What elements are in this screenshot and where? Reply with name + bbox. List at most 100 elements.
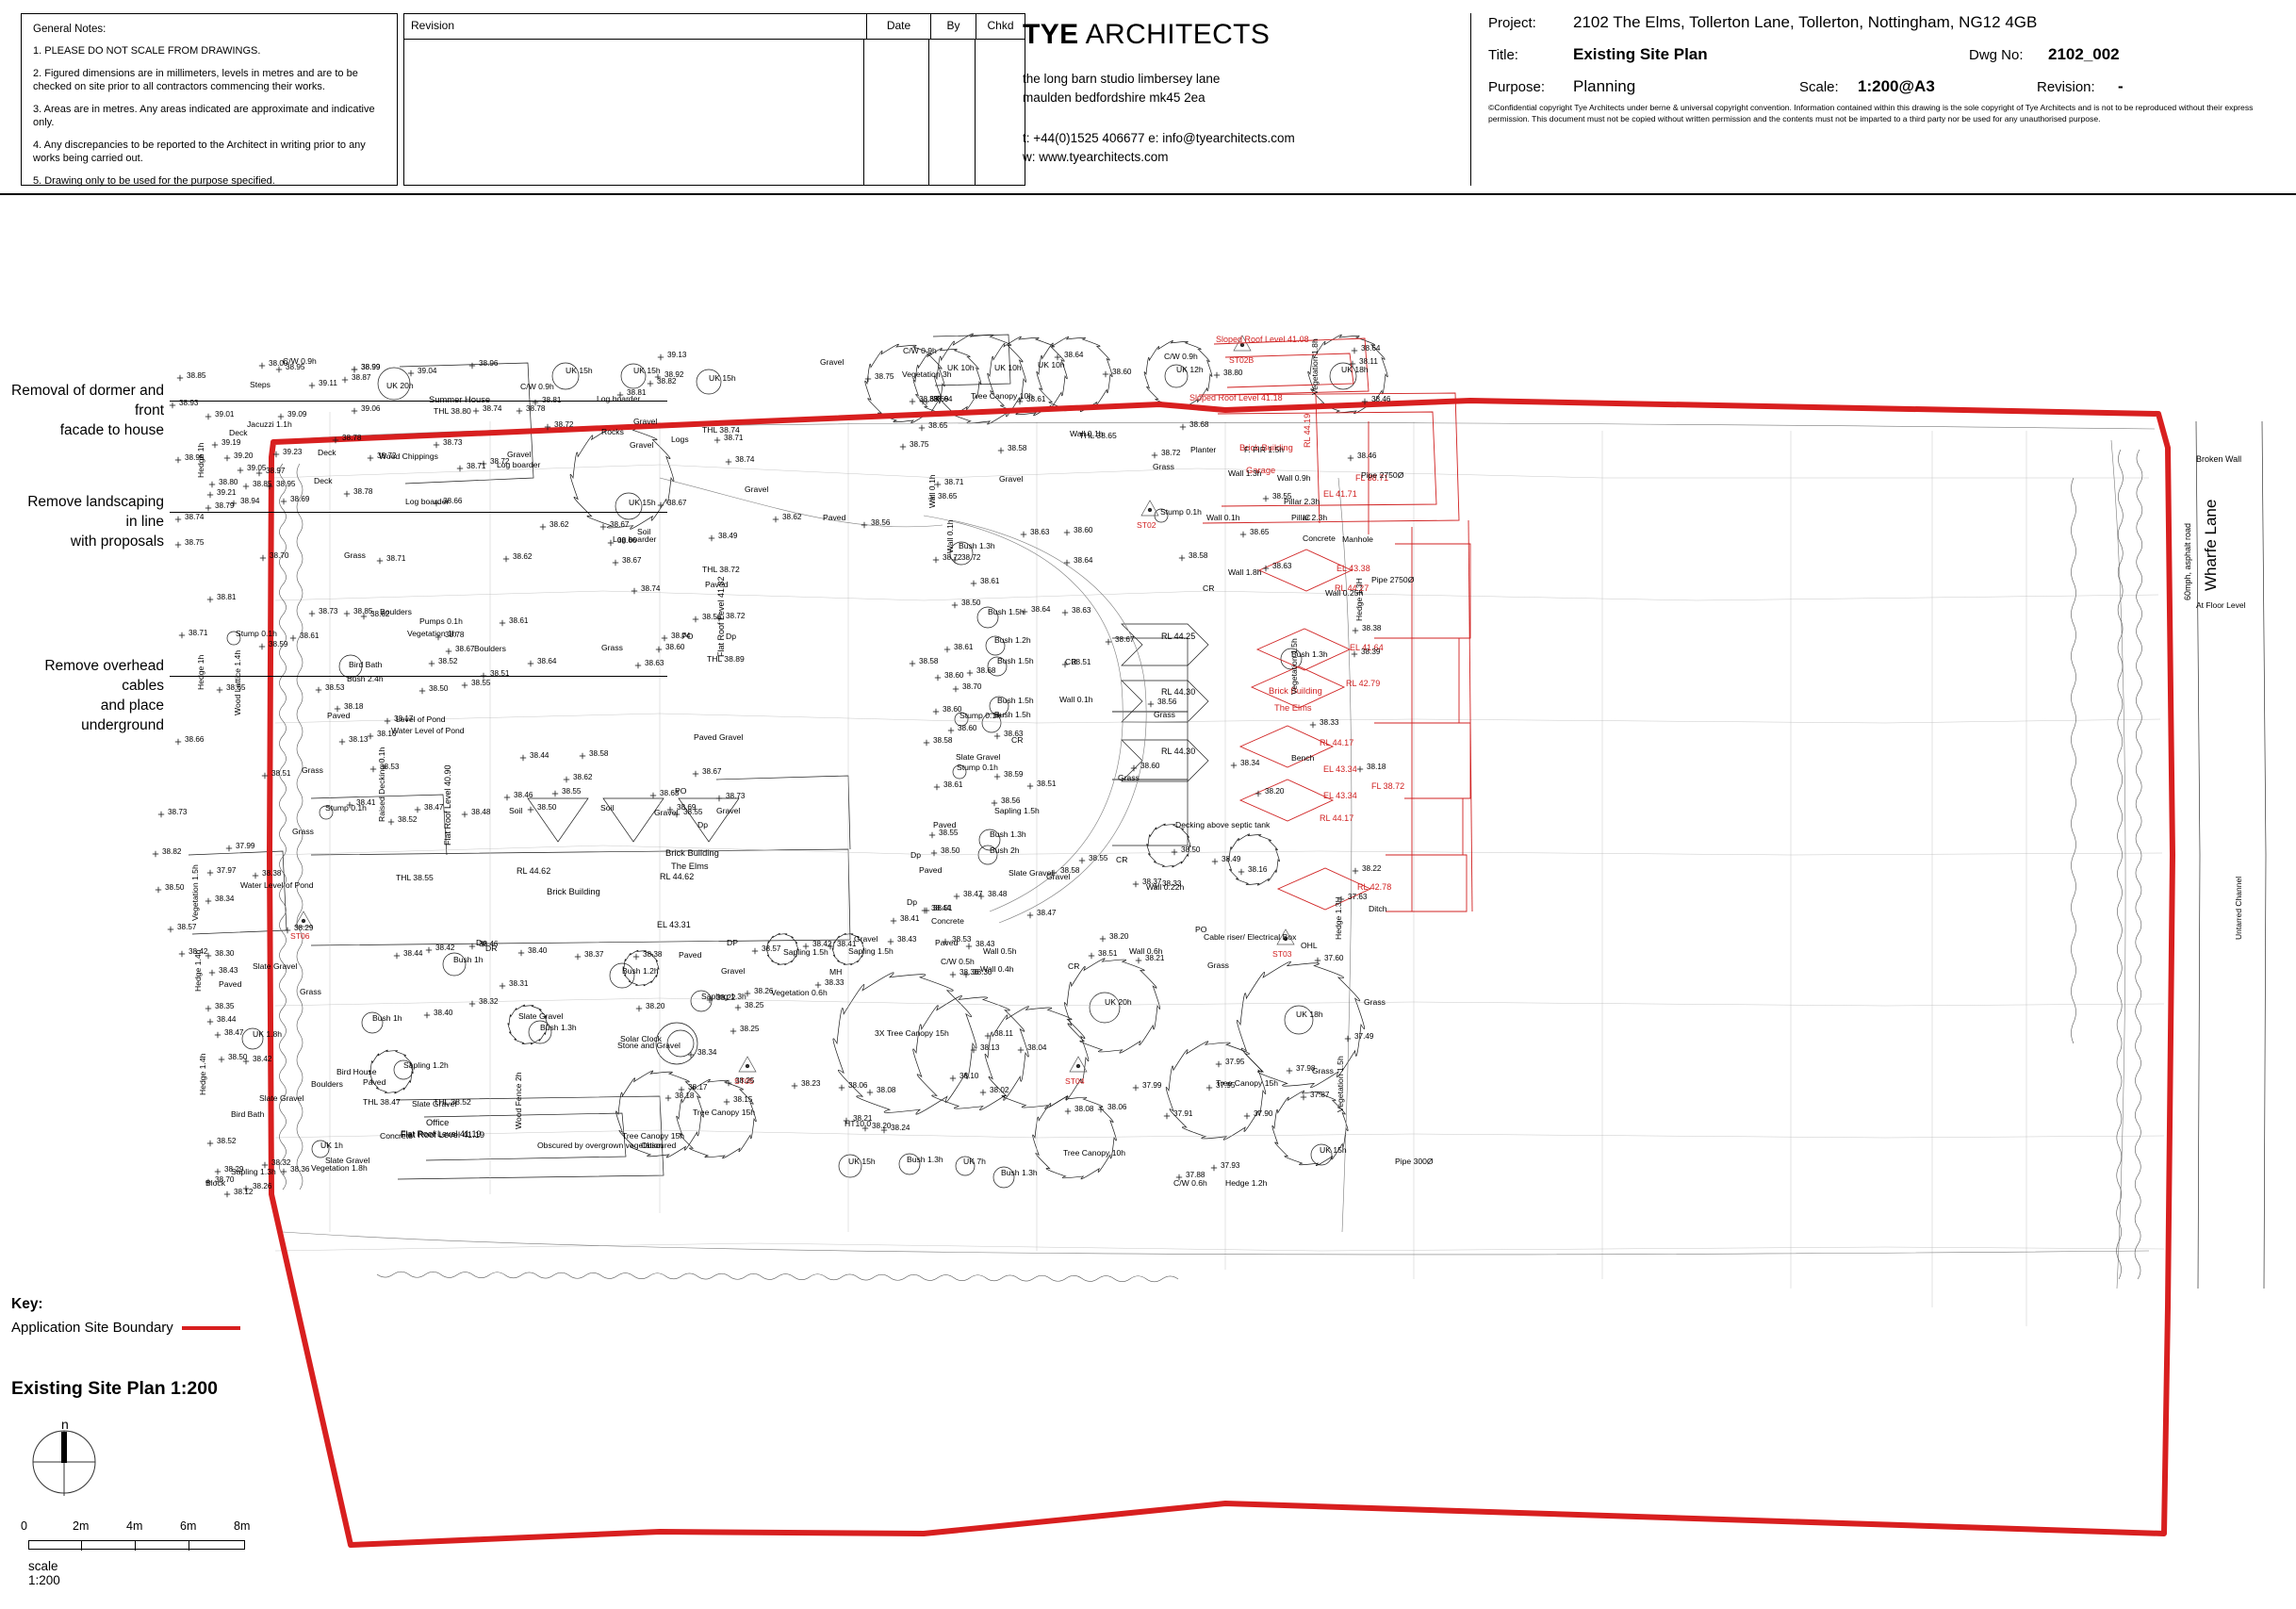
surface-label-152: UK 15h — [709, 373, 736, 383]
spot-level-188: 38.85 — [253, 480, 272, 488]
spot-level-115: 38.32 — [479, 997, 499, 1006]
spot-level-108: 38.26 — [754, 987, 774, 995]
drawing-title-label: Title: — [1488, 47, 1518, 63]
surface-label-158: UK 12h — [1176, 365, 1204, 374]
spot-level-234: 38.46 — [1371, 395, 1391, 403]
surface-label-111: Bush 2h — [990, 846, 1020, 855]
surface-label-35: Soil — [600, 803, 615, 813]
spot-level-244: 38.61 — [980, 577, 1000, 585]
surface-label-115: Bush 1h — [453, 955, 484, 964]
spot-level-105: 38.42 — [812, 940, 832, 948]
surface-label-149: MH — [829, 967, 843, 977]
surface-label-107: Bush 1.2h — [994, 635, 1031, 645]
surface-label-97: Manhole — [1342, 534, 1373, 544]
surface-label-19: Paved — [935, 938, 959, 947]
surface-label-22: Grass — [344, 550, 366, 560]
surface-label-59: Boulders — [380, 607, 412, 616]
spot-level-118: 38.42 — [435, 944, 455, 952]
surface-label-175: THL 38.74 — [702, 425, 740, 435]
surface-label-92: Hedge 1.3H — [1354, 578, 1364, 621]
key-boundary-swatch — [181, 1325, 240, 1330]
spot-level-187: 38.94 — [240, 497, 260, 505]
spot-level-137: 38.74 — [641, 584, 661, 593]
architect-address-line1: the long barn studio limbersey lane — [1023, 72, 1221, 86]
surface-label-55: Deck — [314, 476, 333, 485]
surface-label-178: THL 38.55 — [396, 873, 434, 882]
scale-bar-caption: scale 1:200 — [28, 1559, 60, 1587]
road-label-2: Untarred Channel — [2234, 876, 2243, 940]
spot-level-121: 38.38 — [643, 950, 663, 959]
station-point-5: ST05 — [734, 1076, 754, 1086]
surface-label-37: Concrete — [931, 916, 964, 926]
spot-level-6: 38.74 — [185, 513, 205, 521]
spot-level-104: 38.36 — [959, 968, 979, 977]
spot-level-30: 38.26 — [253, 1182, 272, 1190]
spot-level-51: 38.72 — [490, 457, 510, 466]
copyright-notice: ©Confidential copyright Tye Architects u… — [1488, 103, 2254, 124]
building-label-4: Brick Building — [665, 847, 719, 858]
surface-label-7: Gravel — [719, 732, 744, 742]
spot-level-233: 38.38 — [1362, 624, 1382, 632]
annotation-2-leader — [170, 512, 667, 513]
spot-level-13: 38.82 — [162, 847, 182, 856]
surface-label-77: Raised Decking 0.1h — [377, 747, 386, 822]
spot-level-169: 38.51 — [490, 669, 510, 678]
spot-level-232: 38.39 — [1361, 648, 1381, 656]
surface-label-195: Pillar 2.3h — [1291, 513, 1328, 522]
spot-level-55: 38.66 — [443, 497, 463, 505]
spot-level-139: 38.56 — [702, 613, 722, 621]
surface-label-94: Pipe 2750Ø — [1371, 575, 1415, 584]
surface-label-184: Wall 0.9h — [1277, 473, 1311, 483]
roof-level-label-16: FL 38.72 — [1371, 781, 1405, 791]
surface-label-11: Gravel — [721, 966, 746, 976]
spot-level-85: 38.56 — [1001, 796, 1021, 805]
surface-label-191: Wall 0.4h — [980, 964, 1014, 974]
spot-level-95: 38.55 — [1089, 854, 1108, 862]
annotation-3-leader — [170, 676, 667, 677]
surface-label-157: UK 10h — [1038, 360, 1065, 369]
spot-level-46: 38.74 — [483, 404, 502, 413]
spot-level-155: 38.55 — [683, 808, 703, 816]
revision-table-body — [404, 40, 1025, 186]
surface-label-25: Grass — [292, 827, 314, 836]
spot-level-130: 38.72 — [943, 553, 962, 562]
spot-level-24: 38.52 — [217, 1137, 237, 1145]
surface-label-194: Pillar 2.3h — [1284, 497, 1320, 506]
spot-level-248: 38.60 — [944, 671, 964, 680]
spot-level-197: 38.71 — [724, 434, 744, 442]
revision-table-header: Revision Date By Chkd — [404, 14, 1025, 40]
surface-label-43: Slate Gravel — [259, 1093, 304, 1103]
roof-level-label-12: EL 43.34 — [1323, 764, 1357, 774]
surface-label-58: Bird Bath — [349, 660, 383, 669]
surface-label-5: Gravel — [999, 474, 1024, 484]
spot-level-168: 38.64 — [537, 657, 557, 665]
surface-label-103: Pumps 0.1h — [419, 616, 463, 626]
spot-level-185: 38.34 — [215, 895, 235, 903]
surface-label-136: Dp — [907, 897, 917, 907]
project-row: Project: 2102 The Elms, Tollerton Lane, … — [1488, 13, 2279, 32]
surface-label-125: Sapling 1.5h — [994, 806, 1040, 815]
spot-level-43: 39.06 — [361, 404, 381, 413]
spot-level-128: 38.55 — [939, 829, 959, 837]
station-point-1: ST02 — [1137, 520, 1156, 530]
spot-level-138: 38.72 — [726, 612, 746, 620]
surface-label-23: Grass — [601, 643, 623, 652]
surface-label-141: PO — [675, 786, 687, 796]
spot-level-87: 38.48 — [988, 890, 1008, 898]
surface-label-89: Hedge 1.4h — [198, 1053, 207, 1095]
surface-label-91: Hedge 1.3H — [1334, 896, 1343, 940]
spot-level-178: 38.53 — [325, 683, 345, 692]
spot-level-239: 38.71 — [944, 478, 964, 486]
spot-level-151: 38.50 — [537, 803, 557, 812]
spot-level-89: 38.47 — [1037, 909, 1057, 917]
revision-table: Revision Date By Chkd — [403, 13, 1025, 186]
spot-level-240: 38.69 — [919, 395, 939, 403]
revision-cell-chkd — [975, 40, 1025, 186]
spot-level-191: 39.23 — [283, 448, 303, 456]
surface-label-164: UK 15h — [1320, 1145, 1347, 1155]
surface-label-6: Gravel — [1046, 872, 1071, 881]
surface-label-135: Dp — [910, 850, 921, 860]
surface-label-13: Paved — [705, 580, 729, 589]
surface-label-98: Stump 0.1h — [1160, 507, 1202, 517]
spot-level-81: 38.56 — [1157, 698, 1177, 706]
